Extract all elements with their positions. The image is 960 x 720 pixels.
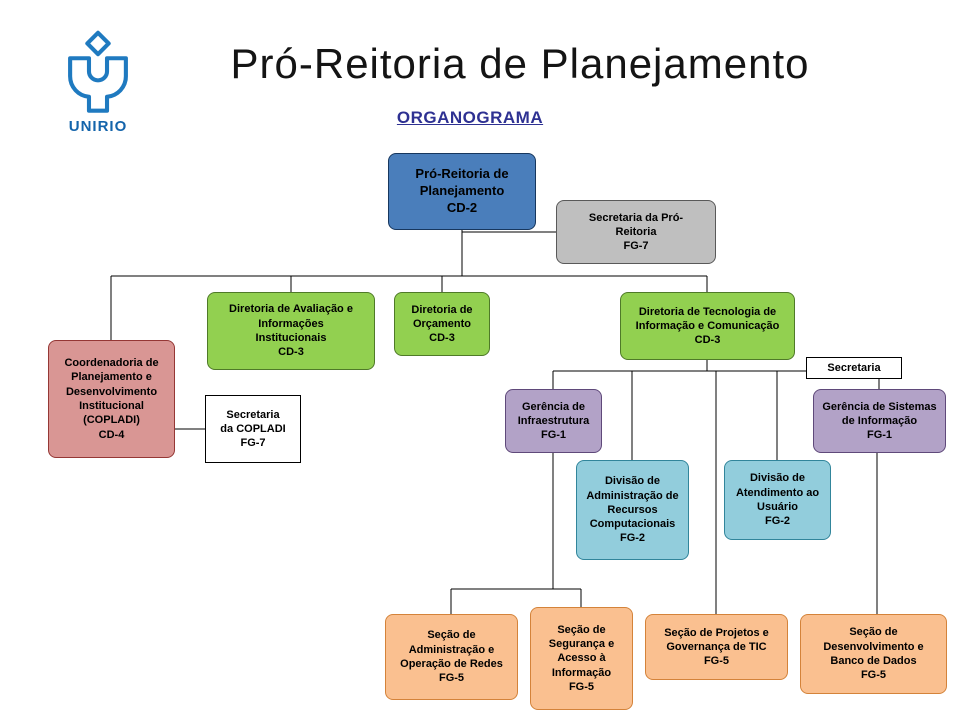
org-node-secao-projetos: Seção de Projetos e Governança de TIC FG… xyxy=(645,614,788,680)
org-node-secretaria-ti: Secretaria xyxy=(806,357,902,379)
org-node-divisao-recursos: Divisão de Administração de Recursos Com… xyxy=(576,460,689,560)
org-node-secao-seguranca: Seção de Segurança e Acesso à Informação… xyxy=(530,607,633,710)
org-node-pro-reitoria: Pró-Reitoria de Planejamento CD-2 xyxy=(388,153,536,230)
org-node-divisao-atendimento: Divisão de Atendimento ao Usuário FG-2 xyxy=(724,460,831,540)
organograma-subtitle-link[interactable]: ORGANOGRAMA xyxy=(396,108,544,127)
unirio-logo: UNIRIO xyxy=(50,30,146,135)
org-node-secretaria-pro-reitoria: Secretaria da Pró- Reitoria FG-7 xyxy=(556,200,716,264)
org-node-secao-redes: Seção de Administração e Operação de Red… xyxy=(385,614,518,700)
unirio-emblem-icon xyxy=(68,30,128,113)
org-node-copladi: Coordenadoria de Planejamento e Desenvol… xyxy=(48,340,175,458)
unirio-logo-text: UNIRIO xyxy=(68,118,128,135)
org-node-diretoria-tecnologia: Diretoria de Tecnologia de Informação e … xyxy=(620,292,795,360)
org-node-secao-desenvolvimento: Seção de Desenvolvimento e Banco de Dado… xyxy=(800,614,947,694)
org-node-diretoria-orcamento: Diretoria de Orçamento CD-3 xyxy=(394,292,490,356)
org-node-secretaria-copladi: Secretaria da COPLADI FG-7 xyxy=(205,395,301,463)
page-title: Pró-Reitoria de Planejamento xyxy=(230,40,810,87)
org-node-gerencia-sistemas: Gerência de Sistemas de Informação FG-1 xyxy=(813,389,946,453)
org-node-diretoria-avaliacao: Diretoria de Avaliação e Informações Ins… xyxy=(207,292,375,370)
org-node-gerencia-infraestrutura: Gerência de Infraestrutura FG-1 xyxy=(505,389,602,453)
